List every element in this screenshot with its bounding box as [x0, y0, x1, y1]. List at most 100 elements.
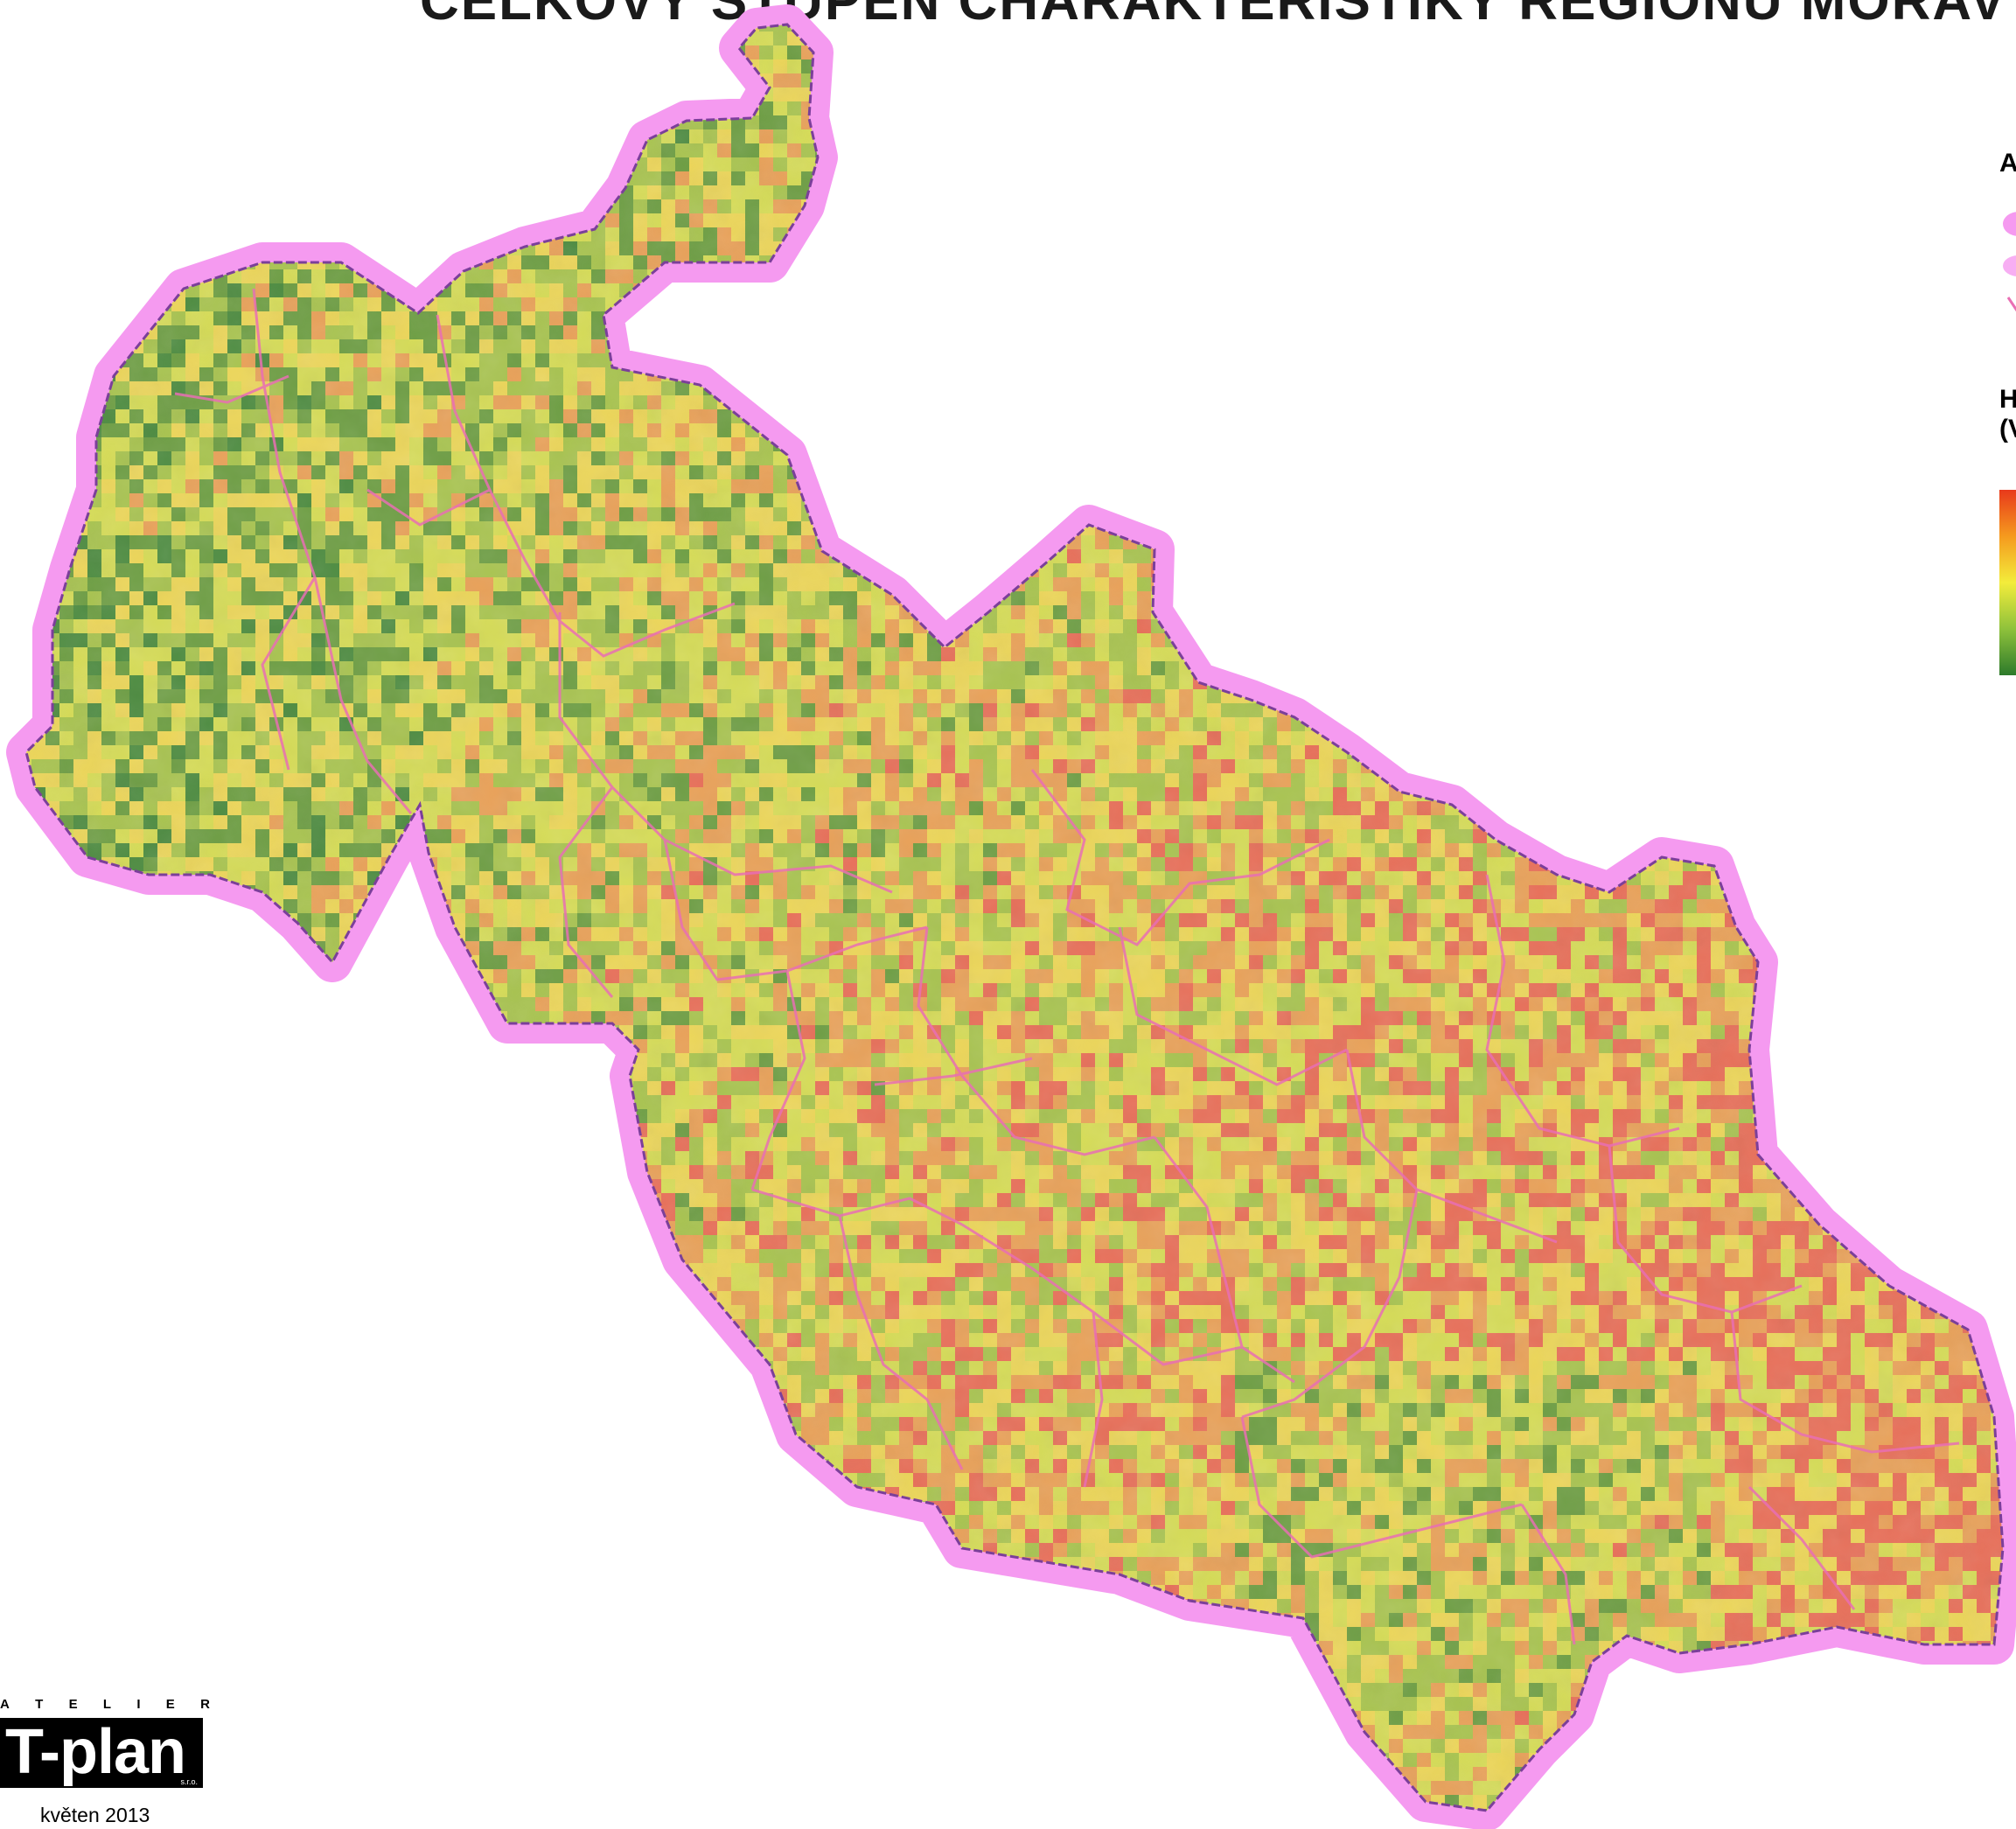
raster-cell — [1053, 325, 1067, 339]
raster-cell — [367, 101, 381, 115]
raster-cell — [843, 395, 857, 409]
raster-cell — [1753, 87, 1767, 101]
raster-cell — [73, 24, 87, 31]
raster-cell — [325, 45, 339, 59]
raster-cell — [899, 269, 913, 283]
raster-cell — [1529, 157, 1543, 171]
raster-cell — [1431, 24, 1445, 31]
raster-cell — [129, 143, 143, 157]
raster-cell — [1613, 437, 1627, 451]
raster-cell — [1249, 339, 1263, 353]
raster-cell — [1599, 185, 1613, 199]
raster-cell — [451, 59, 465, 73]
raster-cell — [1039, 45, 1053, 59]
raster-cell — [1305, 115, 1319, 129]
raster-cell — [815, 465, 829, 479]
raster-cell — [1753, 255, 1767, 269]
raster-cell — [73, 115, 87, 129]
raster-cell — [1179, 493, 1193, 507]
raster-cell — [1431, 339, 1445, 353]
raster-cell — [171, 157, 185, 171]
raster-cell — [885, 241, 899, 255]
raster-cell — [1977, 115, 1991, 129]
raster-cell — [815, 255, 829, 269]
raster-cell — [1823, 353, 1837, 367]
raster-cell — [129, 227, 143, 241]
raster-cell — [1207, 311, 1221, 325]
raster-cell — [549, 171, 563, 185]
raster-cell — [1011, 143, 1025, 157]
raster-cell — [1179, 311, 1193, 325]
raster-cell — [1921, 24, 1935, 31]
raster-cell — [1375, 395, 1389, 409]
raster-cell — [1137, 297, 1151, 311]
raster-cell — [1557, 409, 1571, 423]
raster-cell — [1487, 325, 1501, 339]
raster-cell — [1403, 185, 1417, 199]
raster-cell — [1865, 423, 1879, 437]
raster-cell — [1529, 171, 1543, 185]
raster-cell — [311, 101, 325, 115]
raster-cell — [1319, 31, 1333, 45]
raster-cell — [1389, 479, 1403, 493]
raster-cell — [1837, 451, 1851, 465]
raster-cell — [675, 45, 689, 59]
raster-cell — [1935, 479, 1949, 493]
raster-cell — [185, 185, 199, 199]
raster-cell — [171, 171, 185, 185]
raster-cell — [1851, 59, 1865, 73]
raster-cell — [1459, 311, 1473, 325]
raster-cell — [1725, 185, 1739, 199]
raster-cell — [1319, 171, 1333, 185]
raster-cell — [1109, 185, 1123, 199]
raster-cell — [1935, 45, 1949, 59]
raster-cell — [871, 269, 885, 283]
raster-cell — [633, 24, 647, 31]
raster-cell — [1893, 213, 1907, 227]
raster-cell — [1487, 101, 1501, 115]
raster-cell — [26, 479, 31, 493]
raster-cell — [1557, 24, 1571, 31]
raster-cell — [1641, 479, 1655, 493]
raster-cell — [26, 437, 31, 451]
raster-cell — [1613, 73, 1627, 87]
raster-cell — [1753, 199, 1767, 213]
raster-cell — [297, 213, 311, 227]
raster-cell — [1501, 73, 1515, 87]
raster-cell — [1389, 185, 1403, 199]
raster-cell — [1921, 283, 1935, 297]
raster-cell — [1081, 297, 1095, 311]
raster-cell — [1627, 409, 1641, 423]
raster-cell — [1095, 381, 1109, 395]
raster-cell — [1123, 143, 1137, 157]
raster-cell — [1977, 451, 1991, 465]
raster-cell — [87, 101, 101, 115]
raster-cell — [1585, 255, 1599, 269]
raster-cell — [1305, 353, 1319, 367]
raster-cell — [1725, 227, 1739, 241]
raster-cell — [1473, 353, 1487, 367]
raster-cell — [1725, 59, 1739, 73]
raster-cell — [507, 213, 521, 227]
raster-cell — [885, 339, 899, 353]
raster-cell — [1515, 395, 1529, 409]
raster-cell — [1865, 45, 1879, 59]
raster-cell — [1235, 115, 1249, 129]
raster-cell — [1557, 339, 1571, 353]
raster-cell — [311, 143, 325, 157]
raster-cell — [1445, 199, 1459, 213]
raster-cell — [843, 325, 857, 339]
raster-cell — [1879, 185, 1893, 199]
raster-cell — [1921, 213, 1935, 227]
raster-cell — [535, 143, 549, 157]
raster-cell — [1515, 171, 1529, 185]
raster-cell — [941, 493, 955, 507]
raster-cell — [1375, 157, 1389, 171]
raster-cell — [479, 59, 493, 73]
raster-cell — [1249, 101, 1263, 115]
raster-cell — [1319, 395, 1333, 409]
raster-cell — [1851, 297, 1865, 311]
raster-cell — [213, 24, 227, 31]
raster-cell — [395, 31, 409, 45]
raster-cell — [1095, 87, 1109, 101]
